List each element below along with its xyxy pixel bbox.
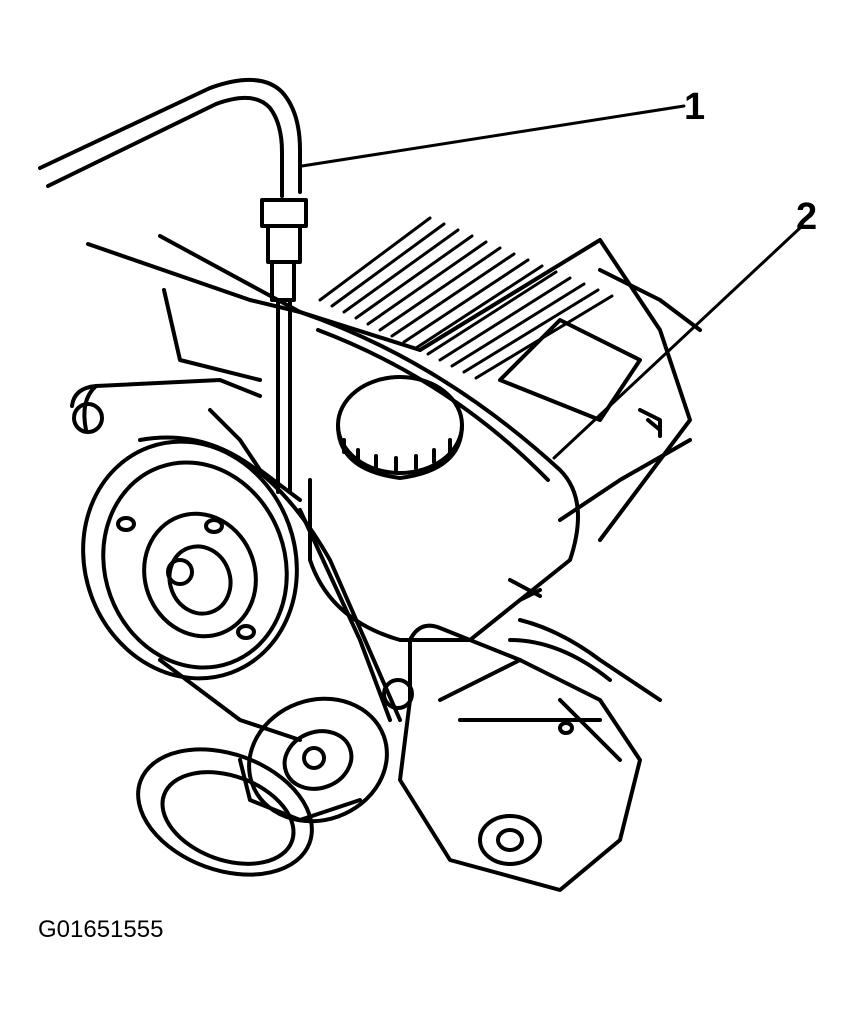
figure-id-label: G01651555 xyxy=(38,916,164,943)
callout-2-label: 2 xyxy=(796,196,818,238)
pump-housing xyxy=(72,380,300,500)
drive-belt xyxy=(140,438,400,741)
engine-block xyxy=(88,236,700,540)
engine-intake-ribs xyxy=(320,218,612,378)
lower-pulley xyxy=(121,727,330,898)
tensioner-pulley xyxy=(232,680,405,841)
line-fitting-nut xyxy=(262,200,306,492)
pressure-line xyxy=(40,80,300,196)
callout-1-label: 1 xyxy=(684,86,706,128)
pump-pulley xyxy=(50,411,329,708)
callout-2-leader xyxy=(554,228,800,458)
reservoir-cap xyxy=(338,377,462,478)
callout-1-leader xyxy=(302,106,684,166)
mounting-bracket xyxy=(384,620,660,890)
